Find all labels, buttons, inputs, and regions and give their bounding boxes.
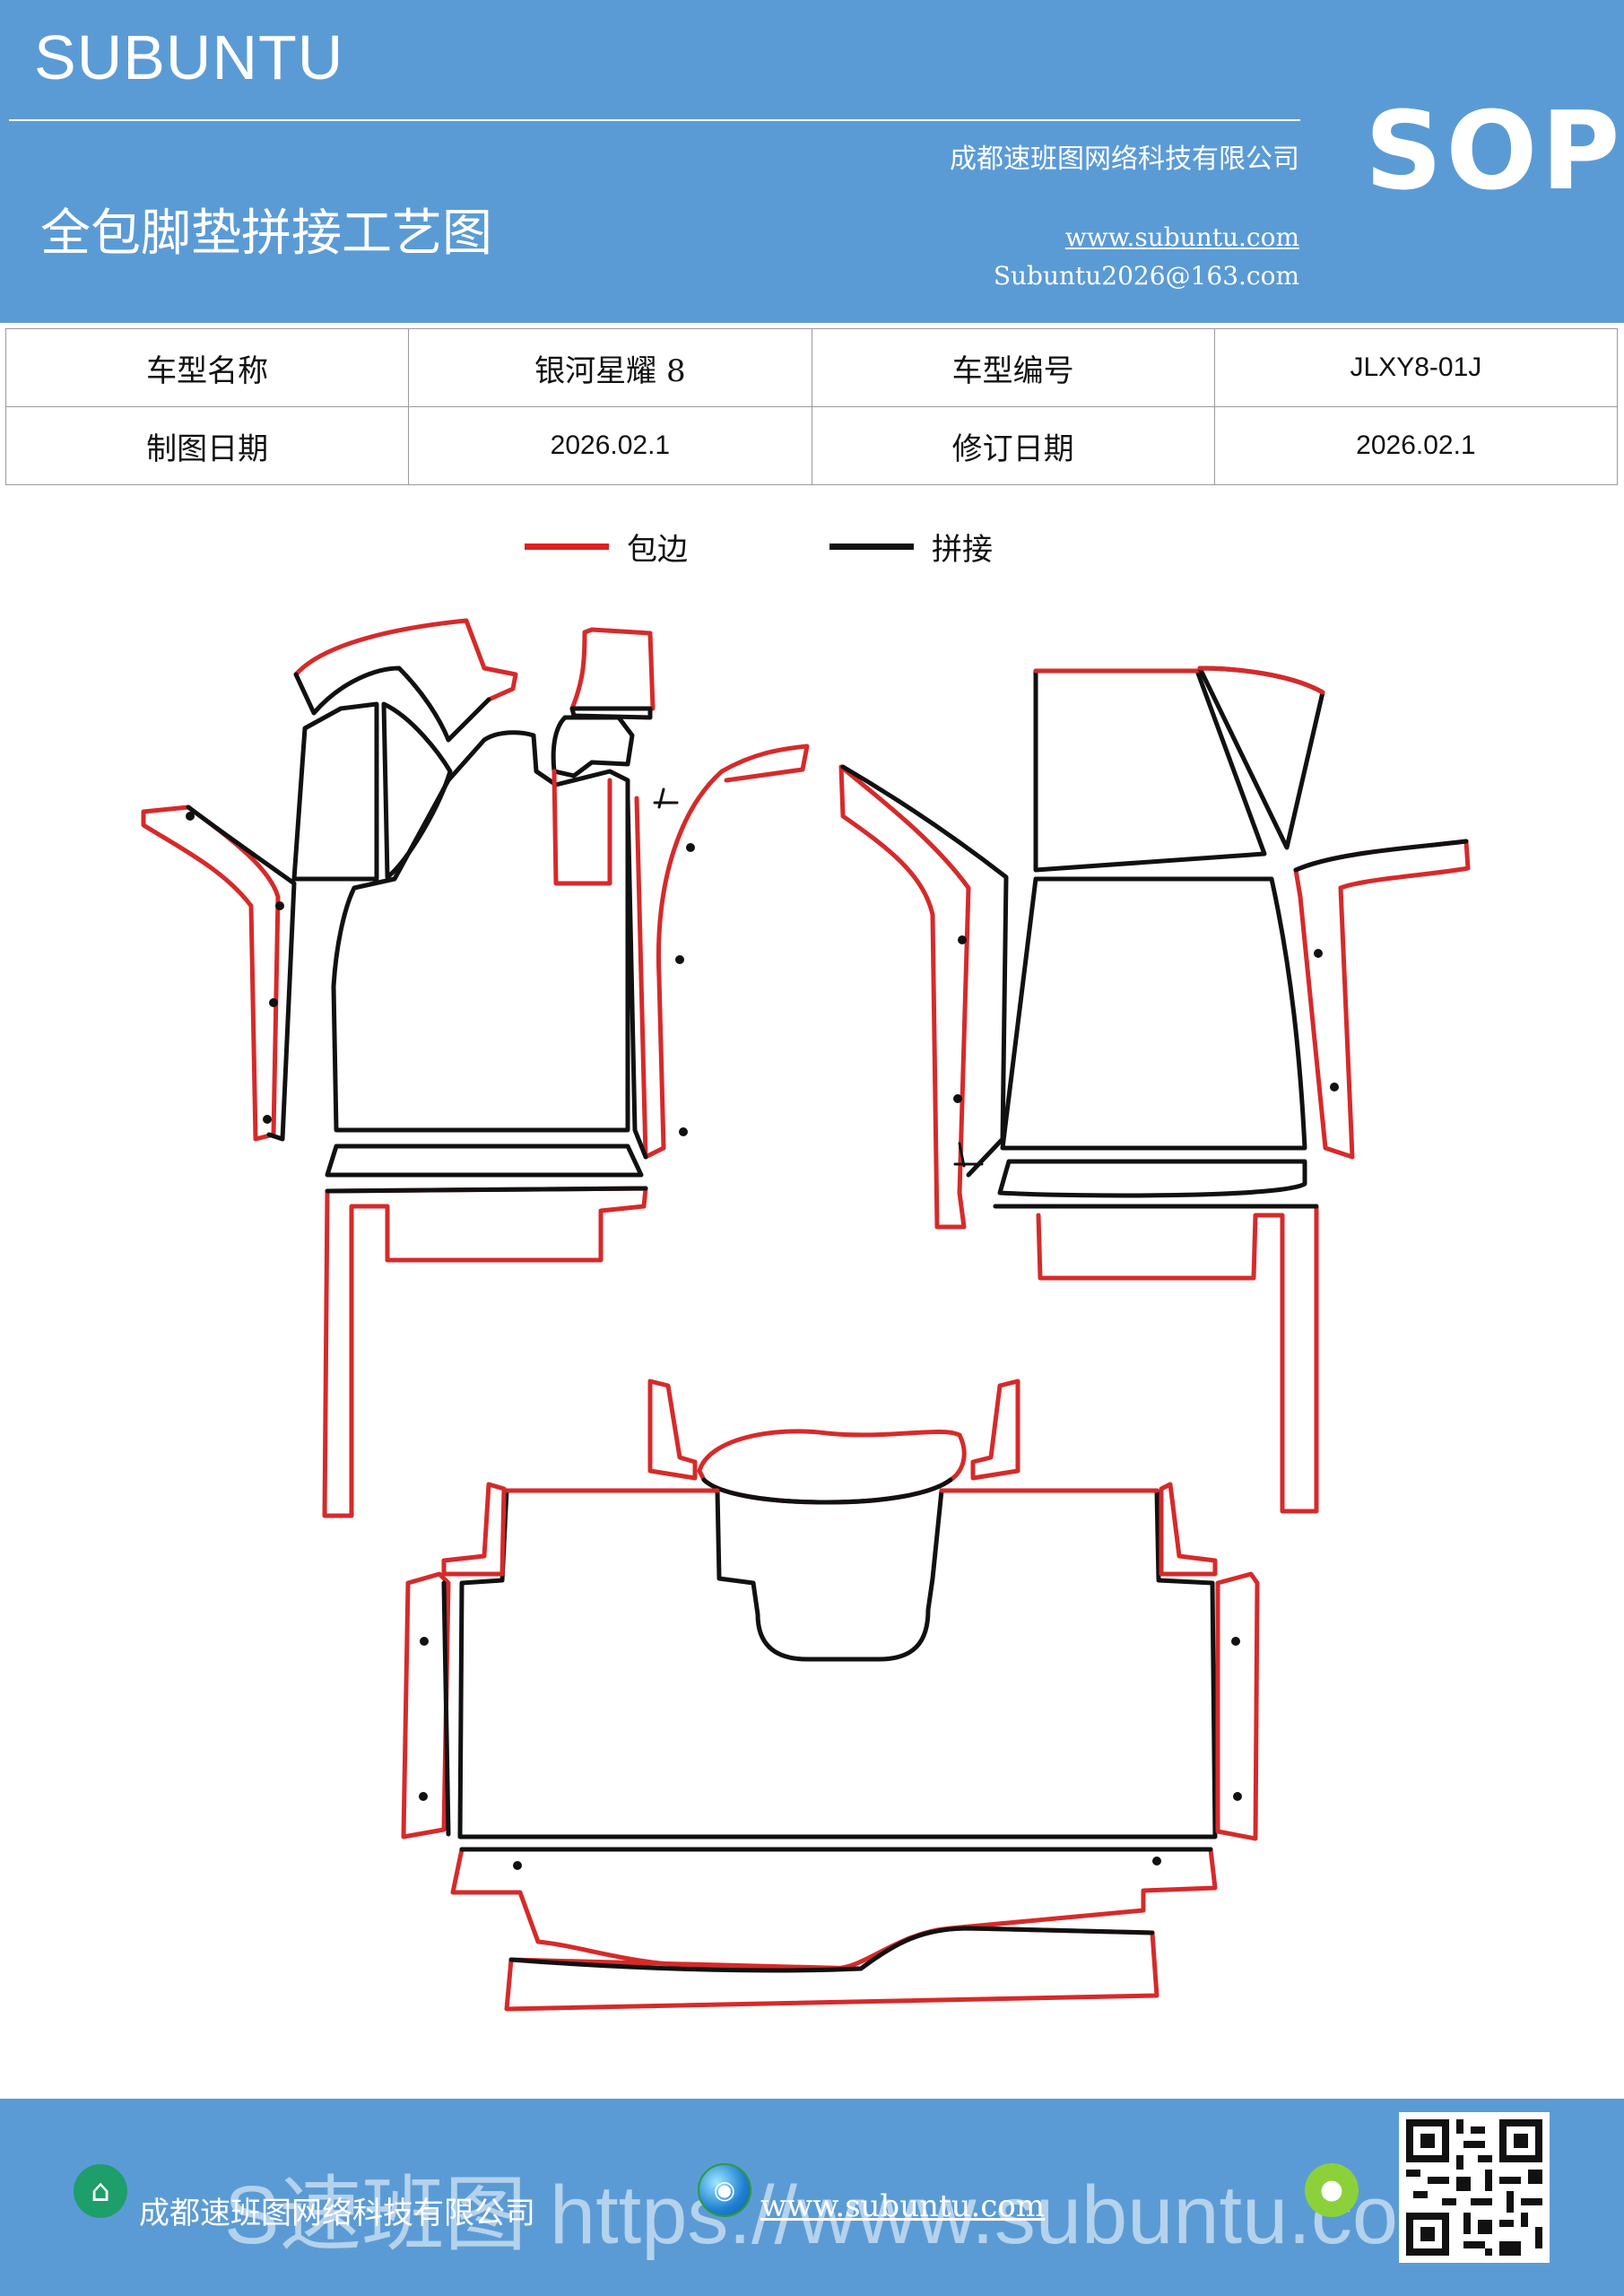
mat-piece-left-rear-strips — [322, 1186, 648, 1518]
value-revision-date: 2026.02.1 — [1213, 406, 1619, 485]
mat-piece-rear-side-left — [401, 1482, 507, 1839]
footer-banner: S速班图 https://www.subuntu.com ⌂ 成都速班图网络科技… — [0, 2099, 1624, 2296]
mat-piece-rear-main — [457, 1488, 1218, 1839]
mat-piece-left-main — [331, 730, 630, 1133]
legend-swatch-black — [829, 544, 914, 550]
page-title: 全包脚垫拼接工艺图 — [40, 204, 492, 263]
mat-piece-rear-hump — [647, 1378, 1020, 1505]
header-banner: SUBUNTU 成都速班图网络科技有限公司 全包脚垫拼接工艺图 www.subu… — [0, 0, 1624, 323]
legend-label: 包边 — [627, 532, 688, 568]
mat-piece-rear-threshold — [450, 1847, 1218, 2012]
vehicle-info-table: 车型名称 银河星耀 8 车型编号 JLXY8-01J 制图日期 2026.02.… — [4, 328, 1619, 485]
table-row: 车型名称 银河星耀 8 车型编号 JLXY8-01J — [4, 328, 1619, 407]
footer-website-link[interactable]: www.subuntu.com — [760, 2188, 1046, 2224]
label-draw-date: 制图日期 — [4, 406, 410, 485]
brand-logo-text: SUBUNTU — [34, 22, 344, 92]
value-vehicle-name: 银河星耀 8 — [408, 328, 812, 407]
label-revision-date: 修订日期 — [811, 406, 1215, 485]
sop-badge: SOP — [1365, 90, 1624, 214]
mat-piece-rear-side-right — [1159, 1482, 1260, 1841]
mat-piece-right-top — [1033, 665, 1325, 873]
mat-piece-right-left-strip — [838, 764, 1009, 1230]
legend-label: 拼接 — [932, 532, 993, 568]
legend-item-edge: 包边 — [525, 525, 688, 569]
globe-icon: ◉ — [698, 2163, 751, 2217]
mat-piece-left-threshold — [325, 1144, 644, 1178]
mat-piece-left-top-flap — [293, 618, 518, 743]
email-address: Subuntu2026@163.com — [993, 261, 1299, 291]
mat-piece-right-threshold — [997, 1159, 1307, 1198]
legend-item-seam: 拼接 — [829, 525, 993, 569]
label-vehicle-name: 车型名称 — [4, 328, 410, 407]
table-row: 制图日期 2026.02.1 修订日期 2026.02.1 — [4, 406, 1619, 485]
legend-swatch-red — [525, 544, 609, 550]
fixing-holes — [186, 812, 1339, 1870]
header-divider — [9, 119, 1300, 121]
company-name: 成都速班图网络科技有限公司 — [950, 144, 1299, 175]
mat-piece-left-pedal — [551, 627, 656, 886]
footer-company-name: 成都速班图网络科技有限公司 — [139, 2196, 535, 2231]
mat-piece-right-main — [1000, 876, 1307, 1151]
mat-piece-right-side-strip — [1293, 839, 1471, 1160]
qr-code — [1399, 2112, 1550, 2263]
value-draw-date: 2026.02.1 — [408, 406, 812, 485]
value-vehicle-code: JLXY8-01J — [1213, 328, 1619, 407]
wechat-icon: ● — [1305, 2163, 1359, 2217]
building-icon: ⌂ — [74, 2164, 127, 2218]
mat-piece-right-rear-strips — [993, 1204, 1319, 1514]
legend: 包边 拼接 — [525, 525, 1152, 570]
mat-piece-left-outer-strip — [141, 804, 297, 1142]
mat-piece-left-tunnel-strip — [625, 744, 810, 1160]
label-vehicle-code: 车型编号 — [811, 328, 1215, 407]
website-link[interactable]: www.subuntu.com — [1064, 222, 1299, 252]
footer-watermark: S速班图 https://www.subuntu.com — [224, 2170, 1467, 2261]
mat-piece-left-side-panels — [291, 701, 453, 882]
